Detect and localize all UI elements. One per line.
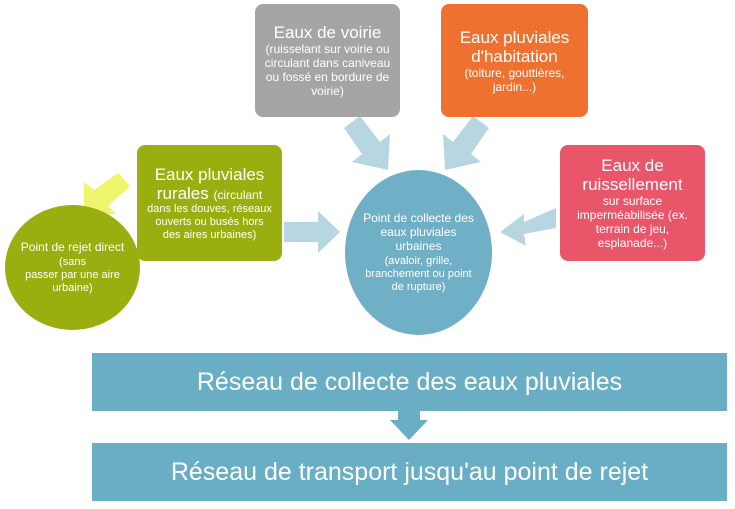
node-detail: (toiture, gouttières, jardin...) bbox=[464, 65, 565, 94]
node-title: Eaux de voirie bbox=[273, 23, 382, 42]
arrow-habitation-to-collecte bbox=[443, 116, 489, 170]
node-detail-inline: (circulant bbox=[213, 187, 263, 202]
node-title: Point de rejet direct (sans bbox=[5, 240, 140, 269]
node-title: Point de collecte des eaux pluviales urb… bbox=[363, 211, 474, 253]
node-title: Eaux pluviales d'habitation bbox=[459, 27, 570, 66]
node-detail: sur surface imperméabilisée (ex. terrain… bbox=[577, 194, 688, 250]
node-eaux-pluviales-habitation: Eaux pluviales d'habitation (toiture, go… bbox=[441, 4, 588, 117]
node-detail: dans les douves, réseaux ouverts ou busé… bbox=[147, 202, 272, 241]
bar-reseau-de-collecte: Réseau de collecte des eaux pluviales bbox=[92, 353, 727, 411]
arrow-rurales-to-collecte bbox=[284, 211, 340, 253]
node-detail: (avaloir, grille, branchement ou point d… bbox=[365, 255, 472, 293]
node-point-de-collecte: Point de collecte des eaux pluviales urb… bbox=[345, 170, 492, 335]
node-eaux-de-voirie: Eaux de voirie (ruisselant sur voirie ou… bbox=[255, 4, 400, 117]
bar-label: Réseau de collecte des eaux pluviales bbox=[196, 367, 623, 396]
node-detail: passer par une aire urbaine) bbox=[25, 269, 120, 294]
node-title-text: Eaux pluviales rurales bbox=[154, 164, 265, 203]
arrow-collecte-to-transport bbox=[390, 411, 428, 440]
node-detail: (ruisselant sur voirie ou circulant dans… bbox=[264, 42, 391, 98]
node-title: Eaux de ruissellement bbox=[582, 156, 683, 194]
arrow-rurales-to-rejet bbox=[84, 173, 130, 214]
node-detail-inline: (sans bbox=[59, 256, 86, 268]
arrow-voirie-to-collecte bbox=[344, 116, 390, 170]
node-title-text: Point de rejet direct bbox=[20, 240, 125, 254]
node-point-de-rejet-direct: Point de rejet direct (sans passer par u… bbox=[5, 205, 140, 330]
bar-label: Réseau de transport jusqu'au point de re… bbox=[170, 457, 649, 486]
arrow-ruissellement-to-collecte bbox=[500, 208, 556, 246]
node-eaux-de-ruissellement: Eaux de ruissellement sur surface imperm… bbox=[560, 145, 705, 261]
node-eaux-pluviales-rurales: Eaux pluviales rurales (circulant dans l… bbox=[137, 145, 282, 261]
bar-reseau-de-transport: Réseau de transport jusqu'au point de re… bbox=[92, 443, 727, 501]
node-title: Eaux pluviales rurales (circulant bbox=[145, 165, 274, 203]
